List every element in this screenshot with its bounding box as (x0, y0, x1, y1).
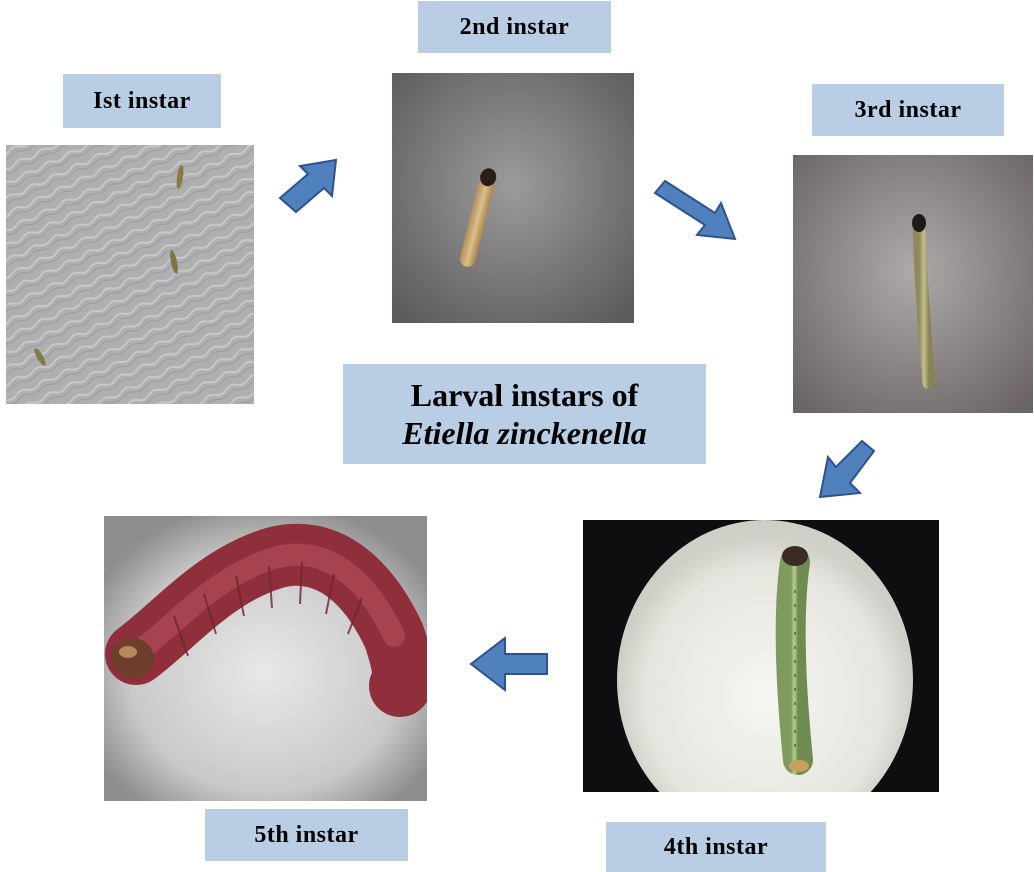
arrow-icon-1-to-2 (270, 150, 350, 220)
photo-instar-2 (392, 73, 634, 323)
photo-instar-3 (793, 155, 1033, 413)
diagram-title: Larval instars of Etiella zinckenella (343, 364, 706, 464)
arrow-icon-4-to-5 (465, 630, 555, 700)
arrow-icon-3-to-4 (810, 435, 885, 505)
stage-label-2: 2nd instar (418, 1, 611, 53)
stage-label-3: 3rd instar (812, 84, 1004, 136)
stage-label-5: 5th instar (205, 809, 408, 861)
stage-label-4: 4th instar (606, 822, 826, 872)
photo-instar-1 (6, 145, 254, 404)
photo-instar-4 (583, 520, 939, 792)
title-line-2-species: Etiella zinckenella (402, 414, 646, 452)
photo-instar-5 (104, 516, 427, 801)
title-line-1: Larval instars of (411, 376, 639, 414)
arrow-icon-2-to-3 (645, 175, 745, 250)
stage-label-1: Ist instar (63, 74, 221, 128)
